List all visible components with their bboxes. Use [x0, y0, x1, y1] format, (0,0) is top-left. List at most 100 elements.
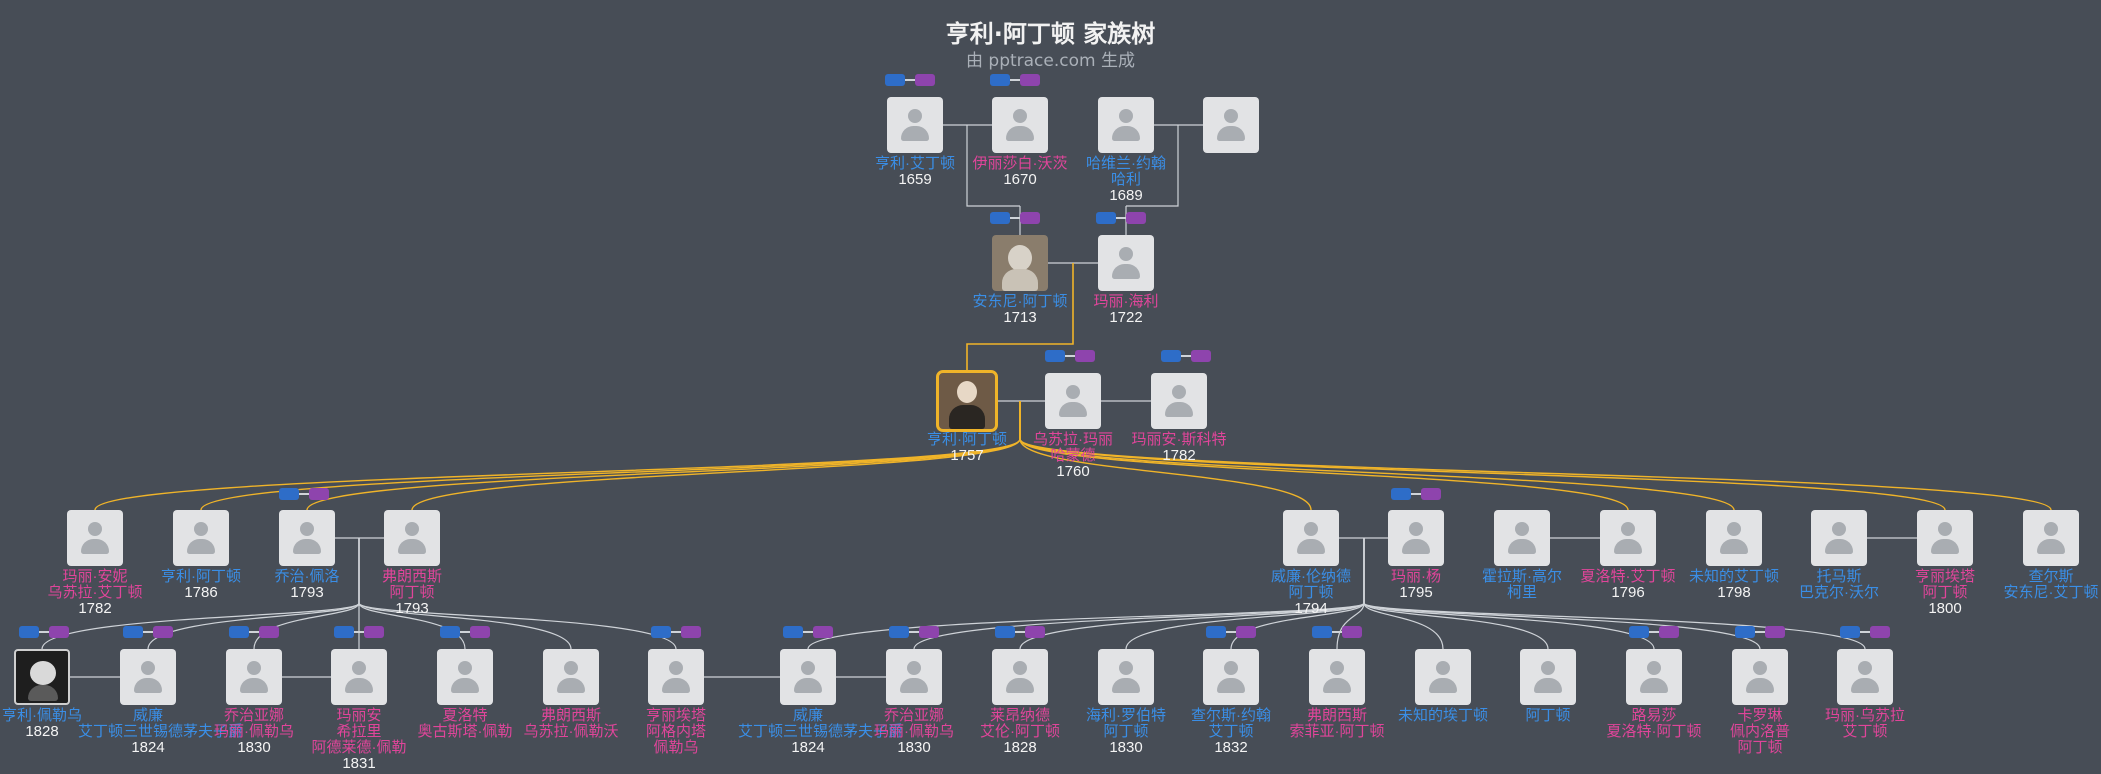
male-toggle-icon[interactable] — [1161, 350, 1181, 362]
person-placeholder-icon[interactable] — [1706, 510, 1762, 566]
male-toggle-icon[interactable] — [990, 74, 1010, 86]
person-placeholder-icon[interactable] — [780, 649, 836, 705]
person-placeholder-icon[interactable] — [648, 649, 704, 705]
person-name[interactable]: 夏洛特奥古斯塔·佩勒 — [395, 708, 535, 740]
person-name[interactable]: 弗朗西斯乌苏拉·佩勒沃 — [501, 708, 641, 740]
person-name[interactable]: 未知的埃丁顿 — [1373, 708, 1513, 724]
person-card[interactable]: 霍拉斯·高尔柯里 — [1452, 510, 1592, 601]
person-card[interactable]: 卡罗琳佩内洛普阿丁顿 — [1690, 649, 1830, 756]
person-name[interactable]: 弗朗西斯阿丁顿 — [342, 569, 482, 601]
person-placeholder-icon[interactable] — [2023, 510, 2079, 566]
person-name[interactable]: 亨利·阿丁顿 — [897, 432, 1037, 448]
person-placeholder-icon[interactable] — [1494, 510, 1550, 566]
female-toggle-icon[interactable] — [1765, 626, 1785, 638]
female-toggle-icon[interactable] — [915, 74, 935, 86]
female-toggle-icon[interactable] — [49, 626, 69, 638]
person-name[interactable]: 威廉艾丁顿三世锡德茅夫子爵 — [78, 708, 243, 740]
person-name[interactable]: 玛丽·海利 — [1056, 294, 1196, 310]
person-placeholder-icon[interactable] — [1837, 649, 1893, 705]
person-name[interactable]: 路易莎夏洛特·阿丁顿 — [1584, 708, 1724, 740]
female-toggle-icon[interactable] — [813, 626, 833, 638]
person-photo[interactable] — [14, 649, 70, 705]
person-name[interactable]: 海利·罗伯特阿丁顿 — [1056, 708, 1196, 740]
female-toggle-icon[interactable] — [259, 626, 279, 638]
male-toggle-icon[interactable] — [1735, 626, 1755, 638]
person-name[interactable]: 伊丽莎白·沃茨 — [950, 156, 1090, 172]
person-card[interactable]: 查尔斯安东尼·艾丁顿 — [1981, 510, 2101, 601]
person-placeholder-icon[interactable] — [543, 649, 599, 705]
male-toggle-icon[interactable] — [995, 626, 1015, 638]
male-toggle-icon[interactable] — [1096, 212, 1116, 224]
person-name[interactable]: 乔治亚娜玛丽·佩勒乌 — [184, 708, 324, 740]
person-name[interactable]: 玛丽·安妮乌苏拉·艾丁顿 — [25, 569, 165, 601]
male-toggle-icon[interactable] — [1206, 626, 1226, 638]
person-name[interactable]: 乌苏拉·玛丽哈蒙德 — [1003, 432, 1143, 464]
person-placeholder-icon[interactable] — [1098, 97, 1154, 153]
male-toggle-icon[interactable] — [334, 626, 354, 638]
female-toggle-icon[interactable] — [1659, 626, 1679, 638]
male-toggle-icon[interactable] — [783, 626, 803, 638]
person-card[interactable]: 阿丁顿 — [1478, 649, 1618, 724]
male-toggle-icon[interactable] — [279, 488, 299, 500]
person-card[interactable]: 未知的埃丁顿 — [1373, 649, 1513, 724]
male-toggle-icon[interactable] — [990, 212, 1010, 224]
male-toggle-icon[interactable] — [1629, 626, 1649, 638]
female-toggle-icon[interactable] — [309, 488, 329, 500]
person-name[interactable]: 弗朗西斯索菲亚·阿丁顿 — [1267, 708, 1407, 740]
female-toggle-icon[interactable] — [1025, 626, 1045, 638]
person-card[interactable]: 路易莎夏洛特·阿丁顿 — [1584, 649, 1724, 740]
person-placeholder-icon[interactable] — [279, 510, 335, 566]
male-toggle-icon[interactable] — [123, 626, 143, 638]
person-name[interactable]: 霍拉斯·高尔柯里 — [1452, 569, 1592, 601]
person-placeholder-icon[interactable] — [1917, 510, 1973, 566]
person-name[interactable]: 亨利·佩勒乌 — [0, 708, 112, 724]
female-toggle-icon[interactable] — [919, 626, 939, 638]
person-card[interactable]: 托马斯巴克尔·沃尔 — [1769, 510, 1909, 601]
person-name[interactable]: 查尔斯·约翰艾丁顿 — [1161, 708, 1301, 740]
person-placeholder-icon[interactable] — [887, 97, 943, 153]
person-placeholder-icon[interactable] — [226, 649, 282, 705]
person-name[interactable]: 安东尼·阿丁顿 — [950, 294, 1090, 310]
person-placeholder-icon[interactable] — [1309, 649, 1365, 705]
female-toggle-icon[interactable] — [364, 626, 384, 638]
person-placeholder-icon[interactable] — [1045, 373, 1101, 429]
person-placeholder-icon[interactable] — [1600, 510, 1656, 566]
person-placeholder-icon[interactable] — [886, 649, 942, 705]
person-name[interactable]: 莱昂纳德艾伦·阿丁顿 — [950, 708, 1090, 740]
female-toggle-icon[interactable] — [1870, 626, 1890, 638]
male-toggle-icon[interactable] — [1391, 488, 1411, 500]
person-card[interactable]: 夏洛特奥古斯塔·佩勒 — [395, 649, 535, 740]
male-toggle-icon[interactable] — [1840, 626, 1860, 638]
female-toggle-icon[interactable] — [1020, 212, 1040, 224]
female-toggle-icon[interactable] — [1126, 212, 1146, 224]
person-name[interactable]: 夏洛特·艾丁顿 — [1558, 569, 1698, 585]
male-toggle-icon[interactable] — [651, 626, 671, 638]
person-card[interactable]: 亨丽埃塔阿格内塔佩勒乌 — [606, 649, 746, 756]
person-name[interactable]: 亨丽埃塔阿格内塔佩勒乌 — [606, 708, 746, 756]
person-photo[interactable] — [936, 370, 998, 432]
male-toggle-icon[interactable] — [440, 626, 460, 638]
person-name[interactable]: 玛丽·乌苏拉艾丁顿 — [1795, 708, 1935, 740]
male-toggle-icon[interactable] — [1312, 626, 1332, 638]
person-placeholder-icon[interactable] — [1203, 649, 1259, 705]
person-card[interactable]: 弗朗西斯索菲亚·阿丁顿 — [1267, 649, 1407, 740]
